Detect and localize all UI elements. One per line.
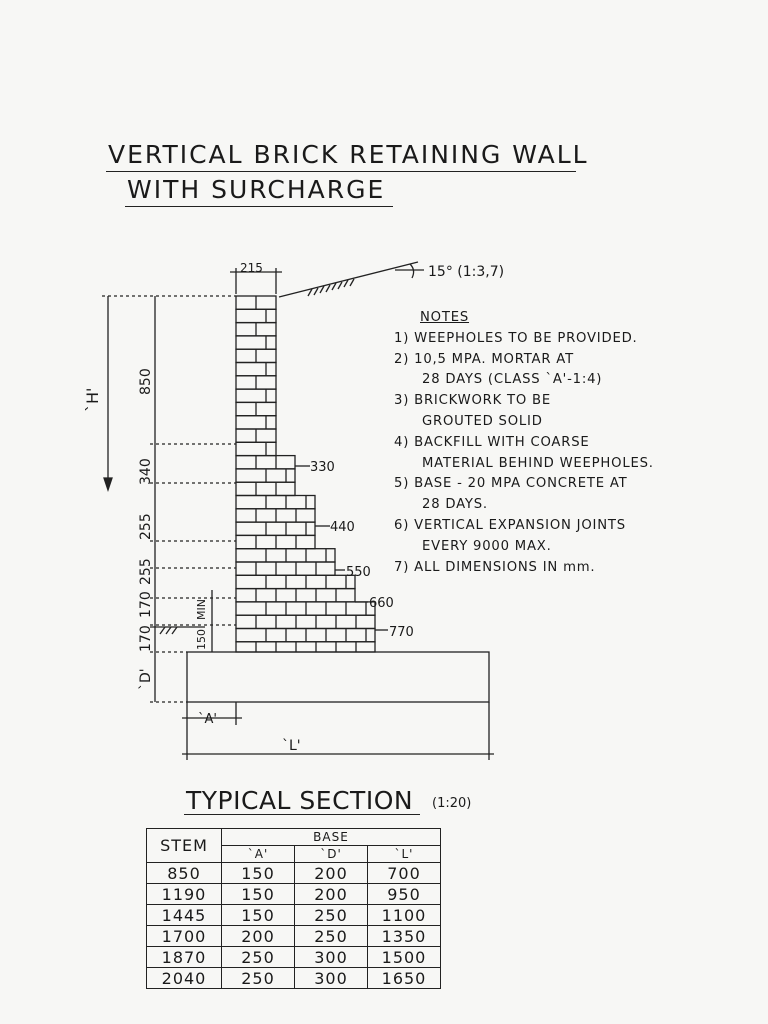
cell-a: 150 [221,904,295,926]
d-label: `D' [138,668,154,690]
dim-170-a: 170 [138,591,154,618]
cell-l: 1650 [367,967,441,989]
brick-course [235,441,277,457]
slope-angle-arc [409,263,415,279]
section-title-underline [184,814,420,815]
table-row: 850 150 200 700 [146,862,441,884]
brick-course [235,454,296,470]
cell-l: 1500 [367,946,441,968]
cell-stem: 1190 [146,883,222,905]
cell-a: 150 [221,883,295,905]
cell-stem: 2040 [146,967,222,989]
note-5-cont: 28 DAYS. [422,497,488,513]
brick-course [235,561,336,576]
header-stem: STEM [146,828,222,863]
a-label: `A' [198,712,217,727]
step-770: 770 [389,625,414,640]
h-arrow-icon [103,477,113,493]
cell-d: 200 [294,862,368,884]
concrete-base [186,651,490,703]
table-row: 1190 150 200 950 [146,883,441,905]
brick-wall [235,295,376,653]
cell-d: 250 [294,904,368,926]
header-d: `D' [294,845,368,863]
brick-course [235,641,376,653]
note-2: 2) 10,5 MPA. MORTAR AT [394,351,574,367]
brick-course [235,494,316,510]
dim-850: 850 [138,368,154,395]
section-title: TYPICAL SECTION [186,786,414,815]
note-1: 1) WEEPHOLES TO BE PROVIDED. [394,330,638,346]
dim-215: 215 [240,261,263,275]
table-row: 1700 200 250 1350 [146,925,441,947]
step-660: 660 [369,596,394,611]
min-value: 150 [195,629,208,650]
table-row: 1445 150 250 1100 [146,904,441,926]
slope-label: 15° (1:3,7) [428,264,504,280]
note-2-cont: 28 DAYS (CLASS `A'-1:4) [422,372,603,388]
brick-course [235,415,277,430]
table-row: 2040 250 300 1650 [146,967,441,989]
section-scale: (1:20) [432,796,472,811]
cell-stem: 1445 [146,904,222,926]
note-4-cont: MATERIAL BEHIND WEEPHOLES. [422,455,654,471]
dim-340: 340 [138,458,154,485]
dim-170-b: 170 [138,625,154,652]
table-row: 1870 250 300 1500 [146,946,441,968]
cell-stem: 850 [146,862,222,884]
note-5: 5) BASE - 20 MPA CONCRETE AT [394,476,628,492]
step-330: 330 [310,460,335,475]
dimension-table: STEM BASE `A' `D' `L' 850 150 200 700 11… [146,828,441,989]
soil-hatch [307,278,355,297]
step-550: 550 [346,565,371,580]
notes-block: NOTES 1) WEEPHOLES TO BE PROVIDED. 2) 10… [394,308,714,578]
note-3-cont: GROUTED SOLID [422,413,543,429]
brick-course [235,361,277,377]
title-underline-2 [125,206,393,207]
note-7: 7) ALL DIMENSIONS IN mm. [394,559,596,575]
cell-d: 300 [294,946,368,968]
note-6: 6) VERTICAL EXPANSION JOINTS [394,517,626,533]
cell-a: 150 [221,862,295,884]
min-label: MIN [195,599,208,620]
dim-255-b: 255 [138,558,154,585]
cell-a: 200 [221,925,295,947]
brick-course [235,521,316,537]
brick-course [235,388,277,404]
cell-l: 1350 [367,925,441,947]
cell-l: 950 [367,883,441,905]
cell-l: 700 [367,862,441,884]
header-l: `L' [367,845,441,863]
cell-a: 250 [221,967,295,989]
header-base: BASE [221,828,441,846]
cell-stem: 1700 [146,925,222,947]
brick-course [235,614,376,630]
brick-course [235,574,356,590]
cell-a: 250 [221,946,295,968]
note-3: 3) BRICKWORK TO BE [394,393,552,409]
brick-course [235,308,277,324]
l-label: `L' [282,738,301,754]
cell-l: 1100 [367,904,441,926]
drawing-title-line2: WITH SURCHARGE [127,175,386,204]
notes-heading: NOTES [420,310,470,325]
title-underline-1 [106,171,576,172]
step-440: 440 [330,520,355,535]
header-a: `A' [221,845,295,863]
dim-255-a: 255 [138,513,154,540]
note-6-cont: EVERY 9000 MAX. [422,538,552,554]
drawing-title-line1: VERTICAL BRICK RETAINING WALL [108,140,589,169]
note-4: 4) BACKFILL WITH COARSE [394,434,590,450]
h-label: `H' [83,388,102,412]
ground-hatch [159,626,178,635]
cell-d: 250 [294,925,368,947]
cell-d: 200 [294,883,368,905]
cell-d: 300 [294,967,368,989]
backfill-slope [278,261,419,298]
cell-stem: 1870 [146,946,222,968]
brick-course [235,481,296,497]
brick-course [235,335,277,350]
